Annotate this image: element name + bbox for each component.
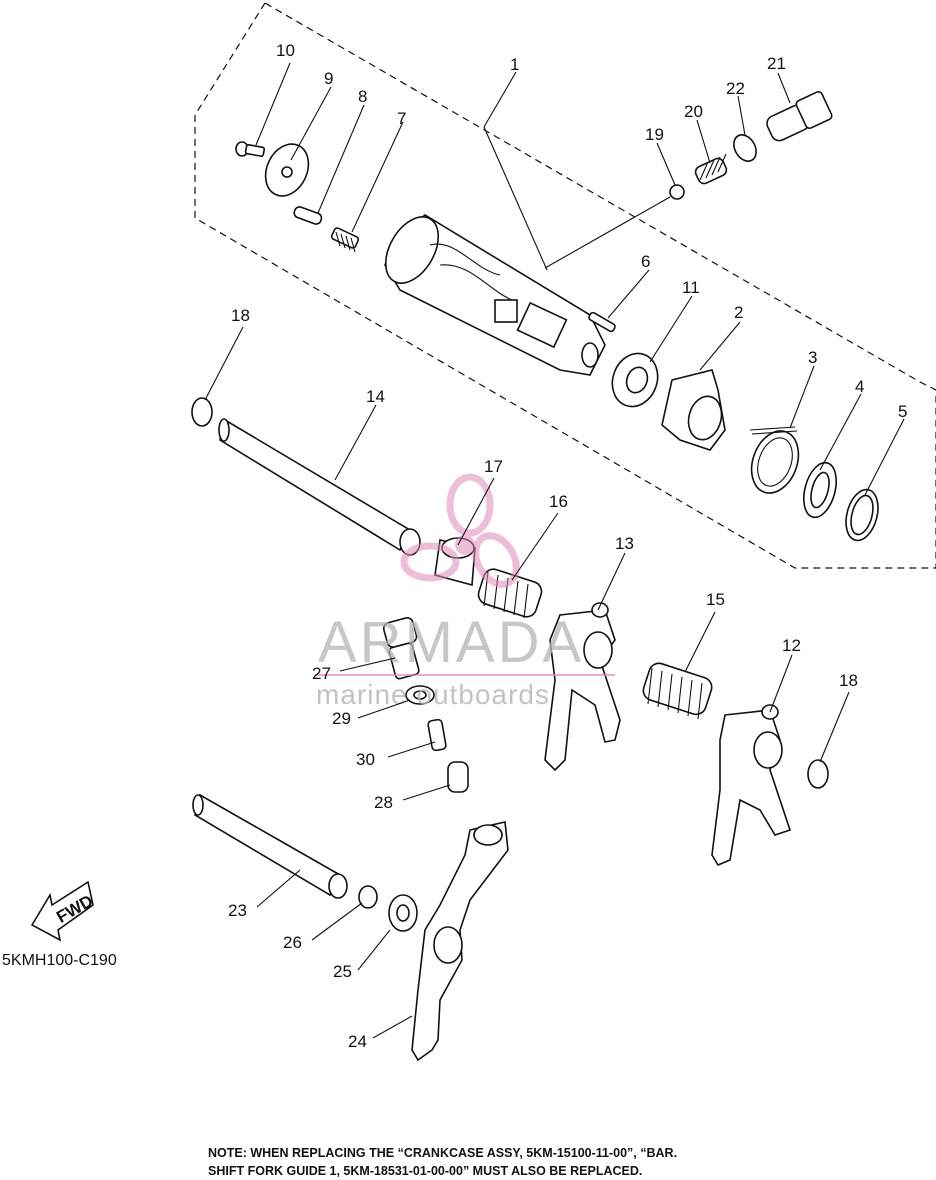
- part-28-pin: [447, 761, 469, 793]
- part-4-washer: [802, 461, 838, 519]
- callout-2: 2: [734, 303, 743, 322]
- part-30-spring: [427, 718, 447, 752]
- callout-21: 21: [767, 54, 786, 73]
- note-line-2: SHIFT FORK GUIDE 1, 5KM-18531-01-00-00” …: [208, 1164, 643, 1178]
- callout-15: 15: [706, 590, 725, 609]
- callout-28: 28: [374, 793, 393, 812]
- callout-27: 27: [312, 664, 331, 683]
- part-5-circlip: [845, 488, 879, 542]
- callout-labels: 1 2 3 4 5 6 7 8 9 10 11 12 13 14 15 16 1…: [228, 41, 907, 1051]
- callout-30: 30: [356, 750, 375, 769]
- callout-17: 17: [484, 457, 503, 476]
- part-25-washer: [388, 894, 418, 932]
- part-18-circlip-lower: [807, 759, 829, 789]
- part-2-shift-cam: [661, 369, 726, 451]
- note-line-1: NOTE: WHEN REPLACING THE “CRANKCASE ASSY…: [208, 1146, 678, 1160]
- part-13-shift-fork: [544, 602, 621, 772]
- watermark: ARMADA marine outboards: [315, 473, 615, 710]
- callout-18-lower: 18: [839, 671, 858, 690]
- part-15-spring: [642, 662, 713, 720]
- callout-24: 24: [348, 1032, 367, 1051]
- part-10-screw: [235, 141, 266, 157]
- fwd-arrow-icon: FWD: [30, 880, 96, 942]
- diagram-code: 5KMH100-C190: [2, 952, 117, 969]
- callout-14: 14: [366, 387, 385, 406]
- part-21-plug-bolt: [766, 91, 833, 142]
- replacement-note: NOTE: WHEN REPLACING THE “CRANKCASE ASSY…: [208, 1144, 908, 1180]
- watermark-propeller-logo: [400, 473, 520, 588]
- callout-11: 11: [682, 278, 700, 297]
- part-24-shift-lever: [411, 821, 509, 1062]
- part-19-ball: [669, 184, 685, 200]
- callout-4: 4: [855, 377, 864, 396]
- callout-18-upper: 18: [231, 306, 250, 325]
- callout-6: 6: [641, 252, 650, 271]
- callout-12: 12: [782, 636, 801, 655]
- callout-26: 26: [283, 933, 302, 952]
- part-27-plug-bolt: [382, 617, 420, 680]
- part-9-washer-plate: [264, 143, 310, 197]
- callout-7: 7: [397, 109, 406, 128]
- callout-22: 22: [726, 79, 745, 98]
- part-1-shift-drum: [384, 214, 606, 376]
- part-20-spring: [694, 153, 728, 185]
- callout-8: 8: [358, 87, 367, 106]
- callout-5: 5: [898, 402, 907, 421]
- part-8-pin: [293, 206, 323, 225]
- part-22-washer: [733, 134, 757, 162]
- part-7-spring: [330, 227, 360, 253]
- part-26-circlip: [358, 885, 378, 909]
- part-11-washer: [611, 352, 659, 408]
- callout-9: 9: [324, 69, 333, 88]
- part-6-pin: [588, 311, 616, 333]
- callout-16: 16: [549, 492, 568, 511]
- part-12-shift-fork: [711, 704, 792, 867]
- callout-29: 29: [332, 709, 351, 728]
- callout-19: 19: [645, 125, 664, 144]
- callout-25: 25: [333, 962, 352, 981]
- part-29-washer: [405, 685, 435, 705]
- watermark-brand: ARMADA: [318, 610, 584, 675]
- leader-lines: [204, 62, 905, 1039]
- callout-20: 20: [684, 102, 703, 121]
- callout-1: 1: [510, 55, 519, 74]
- assembly-boundary: [194, 2, 936, 569]
- part-14-guide-bar: [218, 418, 421, 556]
- callout-13: 13: [615, 534, 634, 553]
- part-23-shaft: [192, 793, 348, 899]
- part-18-circlip-upper: [191, 397, 213, 427]
- watermark-tagline: marine outboards: [316, 679, 550, 710]
- part-3-torsion-spring: [749, 426, 800, 494]
- callout-3: 3: [808, 348, 817, 367]
- callout-10: 10: [276, 41, 295, 60]
- callout-23: 23: [228, 901, 247, 920]
